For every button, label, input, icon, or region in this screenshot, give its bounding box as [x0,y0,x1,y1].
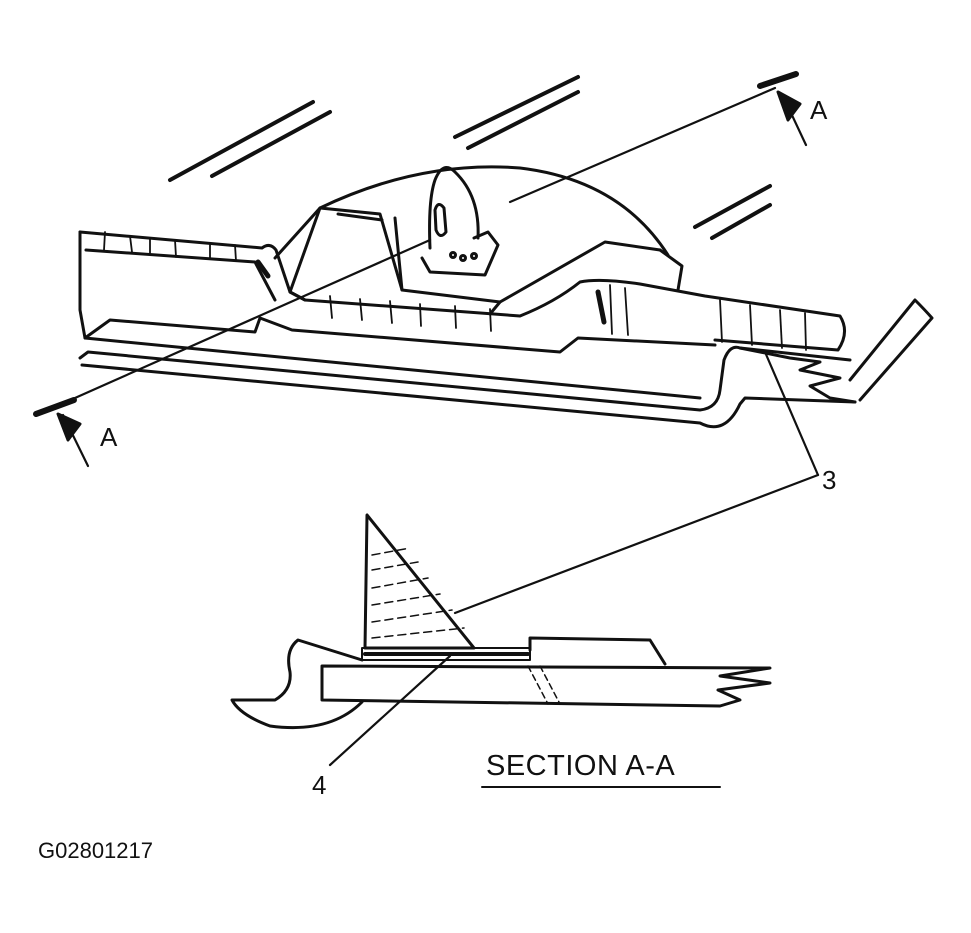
mount-housing [273,165,684,316]
glass-streaks [168,75,772,240]
section-cut-line [46,86,777,412]
section-title: SECTION A-A [486,750,676,782]
callout-3: 3 [822,465,837,495]
figure-id: G02801217 [38,838,153,863]
callout-4: 4 [312,770,327,800]
section-detail [230,513,772,730]
leader-lines [328,350,820,767]
section-arrow-label-top: A [810,95,828,125]
section-arrow-top [757,71,808,147]
section-arrow-bottom [33,397,90,468]
section-arrow-label-bottom: A [100,422,118,452]
molding-assembly [78,230,934,429]
mounting-stud [420,166,500,277]
